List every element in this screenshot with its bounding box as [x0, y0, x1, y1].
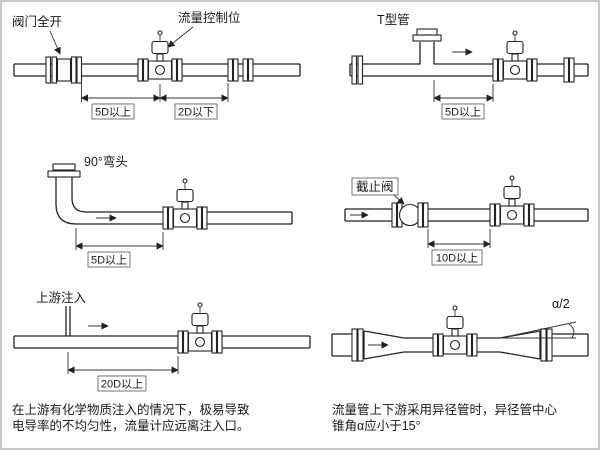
t-pipe-label: T型管 [377, 12, 410, 27]
injection-label: 上游注入 [36, 290, 87, 305]
panel-90-elbow: 90°弯头 5D以上 [47, 154, 293, 268]
dimension-5d: 5D以上 [75, 228, 164, 268]
dim-label-5d: 5D以上 [95, 106, 131, 119]
left-caption-line2: 电导率的不均匀性，流量计应远离注入口。 [12, 418, 250, 433]
elbow-label: 90°弯头 [84, 154, 128, 169]
dimension-5d: 5D以上 [433, 80, 494, 120]
panel-upstream-injection: 上游注入 20D以上 在上游有化学物质注入的情况下，极易导致 电导率的不均匀性，… [12, 290, 311, 433]
dimension-10d: 10D以上 [427, 229, 491, 266]
dimension-20d: 20D以上 [67, 352, 179, 392]
reducer-right [499, 330, 541, 360]
valve-symbol [45, 56, 83, 84]
valve-leader-arrow [49, 30, 61, 55]
stop-valve-symbol [391, 202, 429, 228]
dim-label-2d: 2D以下 [178, 107, 214, 119]
right-caption-line1: 流量管上下游采用异径管时，异径管中心 [332, 402, 558, 417]
injection-tube [65, 306, 71, 336]
dim-label-20d: 20D以上 [101, 378, 143, 391]
flow-control-position-label: 流量控制位 [178, 10, 241, 25]
right-caption-line2: 锥角α应小于15° [332, 418, 421, 433]
valve-open-label: 阀门全开 [12, 14, 62, 29]
angle-label: α/2 [552, 297, 570, 311]
dim-label-5d: 5D以上 [445, 106, 481, 119]
t-branch-symbol [412, 28, 442, 66]
elbow-symbol [47, 163, 87, 225]
valve-leader-arrow [393, 194, 405, 205]
control-leader-arrow [167, 26, 194, 48]
panel-t-pipe: T型管 5D以上 [349, 12, 589, 120]
panel-stop-valve: 截止阀 10D以上 [344, 175, 589, 266]
stop-valve-label-box [351, 177, 399, 196]
reducer-left [363, 330, 405, 360]
dim-label-5d: 5D以上 [91, 254, 127, 267]
left-caption-line1: 在上游有化学物质注入的情况下，极易导致 [12, 402, 250, 417]
control-valve-position-symbol [227, 58, 254, 82]
dimension-5d-upstream: 5D以上 2D以下 [80, 80, 229, 120]
stop-valve-label: 截止阀 [356, 180, 394, 194]
panel-valve-full-open: 阀门全开 流量控制位 5D以上 2D以下 [12, 10, 301, 120]
dim-label-10d: 10D以上 [436, 252, 478, 265]
panel-reducer-pipes: α/2 流量管上下游采用异径管时，异径管中心 锥角α应小于15° [331, 297, 589, 433]
cone-angle-annotation: α/2 [499, 297, 577, 339]
